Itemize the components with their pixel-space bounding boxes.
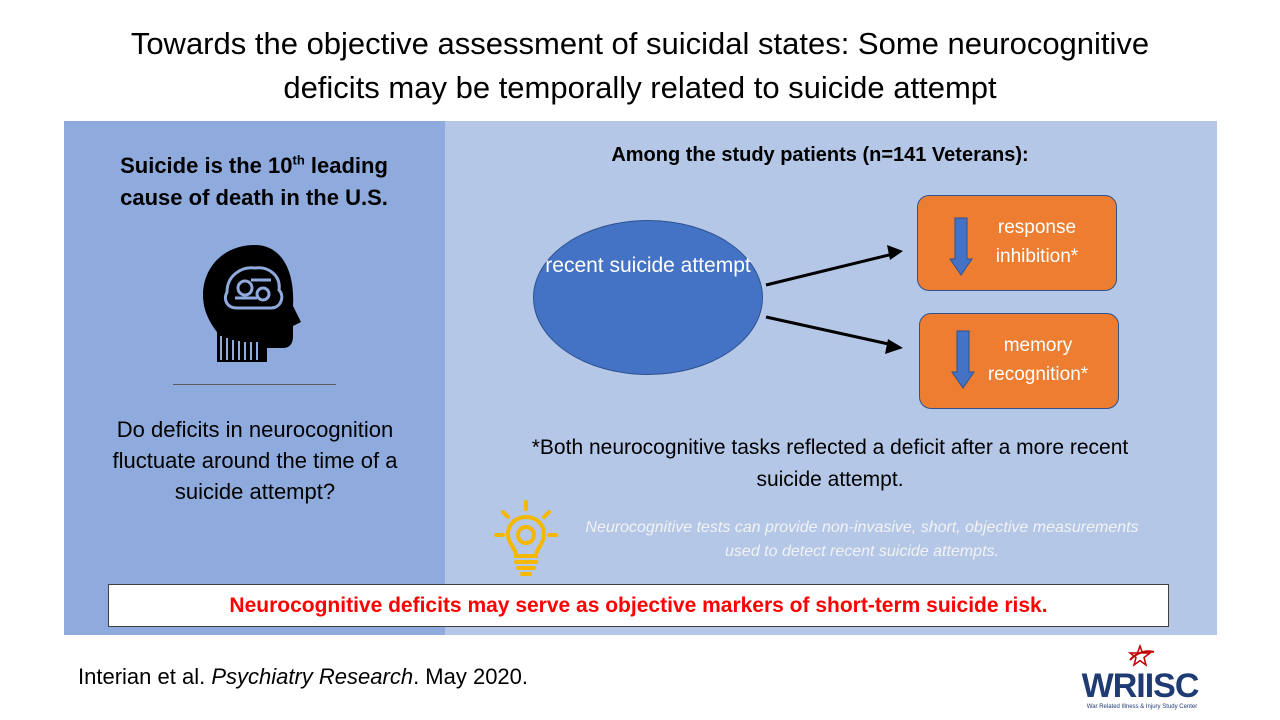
down-arrow-icon (949, 217, 973, 276)
citation-date: . May 2020. (413, 664, 529, 689)
arrow-to-memory-recognition (765, 315, 894, 347)
wriisc-logo: WRIISC (1081, 667, 1200, 705)
research-question: Do deficits in neurocognition fluctuate … (112, 417, 398, 504)
citation: Interian et al. Psychiatry Research. May… (78, 662, 528, 692)
citation-authors: Interian et al. (78, 664, 212, 689)
arrowhead-2 (885, 339, 903, 354)
response-inhibition-label: response inhibition* (995, 217, 1079, 267)
arrowhead-1 (887, 245, 903, 260)
left-divider (173, 384, 336, 385)
left-heading: Suicide is the 10th leading cause of dea… (120, 152, 388, 210)
down-arrow-icon (951, 330, 975, 389)
lightbulb-icon (494, 500, 558, 576)
footnote: *Both neurocognitive tasks reflected a d… (531, 436, 1129, 491)
memory-recognition-box (919, 313, 1119, 409)
page-title: Towards the objective assessment of suic… (40, 22, 1240, 110)
star-icon (1127, 644, 1155, 667)
ellipse-label: recent suicide attempt (545, 254, 751, 277)
memory-recognition-label: memory recognition* (987, 335, 1089, 385)
title-line-2: deficits may be temporally related to su… (283, 70, 997, 105)
recent-attempt-ellipse (533, 220, 763, 375)
brain-head-icon (203, 245, 301, 362)
arrow-to-response-inhibition (765, 252, 894, 287)
response-inhibition-box (917, 195, 1117, 291)
citation-journal: Psychiatry Research (211, 664, 414, 689)
title-line-1: Towards the objective assessment of suic… (130, 26, 1150, 61)
conclusion-banner: Neurocognitive deficits may serve as obj… (108, 584, 1169, 627)
wriisc-logo-subtitle: War Related Illness & Injury Study Cente… (1086, 704, 1198, 710)
right-heading: Among the study patients (n=141 Veterans… (611, 144, 1029, 166)
left-panel (64, 121, 445, 635)
tip-text: Neurocognitive tests can provide non-inv… (585, 519, 1139, 560)
